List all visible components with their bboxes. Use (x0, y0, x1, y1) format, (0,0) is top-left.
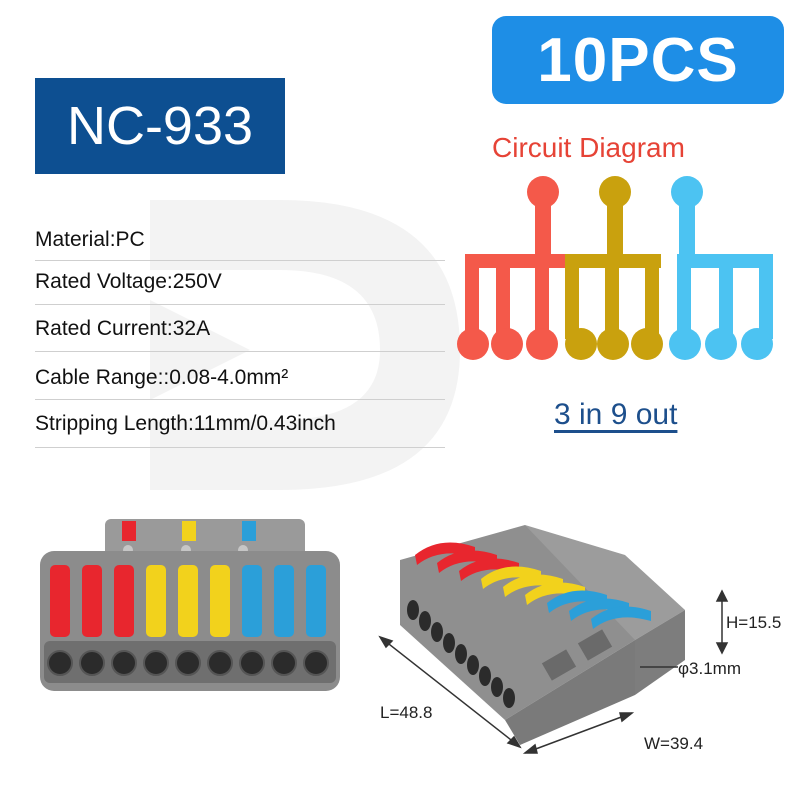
lever (306, 565, 326, 637)
spec-current: Rated Current:32A (35, 317, 211, 340)
lever (591, 606, 651, 629)
wire-hole (455, 644, 467, 664)
wire-hole (467, 655, 479, 675)
spec-cable-range: Cable Range::0.08-4.0mm² (35, 366, 289, 389)
circuit-branch-red (457, 176, 573, 360)
wire-hole (303, 650, 329, 676)
lever (242, 565, 262, 637)
watermark-logo (150, 200, 460, 490)
wire-hole (207, 650, 233, 676)
wire-hole (175, 650, 201, 676)
divider (35, 351, 445, 352)
dimension-lines (378, 589, 729, 754)
spec-material: Material:PC (35, 228, 145, 251)
lever (50, 565, 70, 637)
circuit-diagram (457, 176, 773, 360)
wire-hole (503, 688, 515, 708)
wire-hole (111, 650, 137, 676)
spec-stripping-length: Stripping Length:11mm/0.43inch (35, 412, 336, 435)
lever (525, 582, 585, 605)
connector-angled-view (400, 525, 685, 745)
divider (35, 304, 445, 305)
divider (35, 447, 445, 448)
lever (459, 558, 519, 581)
dimension-hole: φ3.1mm (678, 659, 741, 678)
model-badge: NC-933 (35, 78, 285, 174)
lever (178, 565, 198, 637)
wire-hole (479, 666, 491, 686)
divider (35, 260, 445, 261)
lever (547, 590, 607, 613)
circuit-branch-blue (669, 176, 773, 360)
diagram-title: Circuit Diagram (492, 132, 685, 163)
dimension-height: H=15.5 (726, 613, 782, 632)
wire-hole (239, 650, 265, 676)
wire-hole (443, 633, 455, 653)
wire-hole (47, 650, 73, 676)
circuit-branch-gold (565, 176, 663, 360)
wire-hole (407, 600, 419, 620)
dimension-width: W=39.4 (644, 734, 704, 753)
lever (437, 550, 497, 573)
lever (415, 542, 475, 565)
lever (274, 565, 294, 637)
lever (503, 574, 563, 597)
lever (82, 565, 102, 637)
wire-hole (419, 611, 431, 631)
lever (146, 565, 166, 637)
dimension-length: L=48.8 (380, 703, 433, 722)
connector-front-view (40, 519, 340, 691)
diagram-caption: 3 in 9 out (554, 398, 678, 431)
lever (210, 565, 230, 637)
lever (114, 565, 134, 637)
spec-voltage: Rated Voltage:250V (35, 270, 222, 293)
wire-hole (491, 677, 503, 697)
wire-hole (143, 650, 169, 676)
wire-hole (79, 650, 105, 676)
lever (569, 598, 629, 621)
wire-hole (271, 650, 297, 676)
quantity-badge: 10PCS (492, 16, 784, 104)
divider (35, 399, 445, 400)
lever (481, 566, 541, 589)
wire-hole (431, 622, 443, 642)
